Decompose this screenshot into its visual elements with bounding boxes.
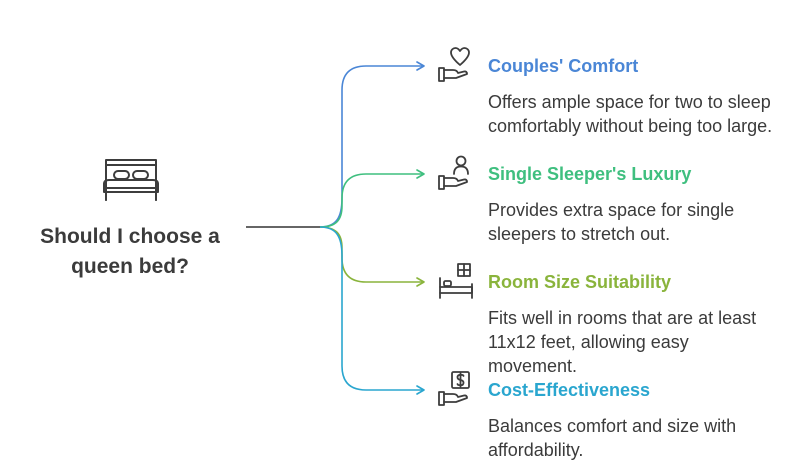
- heart-in-hand-icon: [438, 47, 470, 82]
- branch-title-room-size: Room Size Suitability: [488, 272, 672, 292]
- central-question: Should I choose a queen bed?: [40, 225, 220, 278]
- money-in-hand-icon: [438, 371, 470, 406]
- connector-room-size: [319, 226, 425, 287]
- branch-description-cost-effectiveness: Balances comfort and size with affordabi…: [488, 416, 737, 460]
- branch-description-single-sleeper: Provides extra space for single sleepers…: [488, 200, 735, 244]
- person-in-hand-icon: [438, 155, 469, 190]
- branch-description-room-size: Fits well in rooms that are at least 11x…: [488, 308, 757, 376]
- connector-couples-comfort: [319, 61, 425, 228]
- connector-single-sleeper: [319, 169, 425, 228]
- bed-icon: [103, 159, 159, 201]
- branch-description-couples-comfort: Offers ample space for two to sleep comf…: [488, 92, 773, 136]
- branch-title-single-sleeper: Single Sleeper's Luxury: [488, 164, 692, 184]
- branch-title-cost-effectiveness: Cost-Effectiveness: [488, 380, 651, 400]
- branch-title-couples-comfort: Couples' Comfort: [488, 56, 639, 76]
- bed-with-grid-icon: [439, 263, 473, 299]
- connector-cost-effectiveness: [319, 226, 425, 395]
